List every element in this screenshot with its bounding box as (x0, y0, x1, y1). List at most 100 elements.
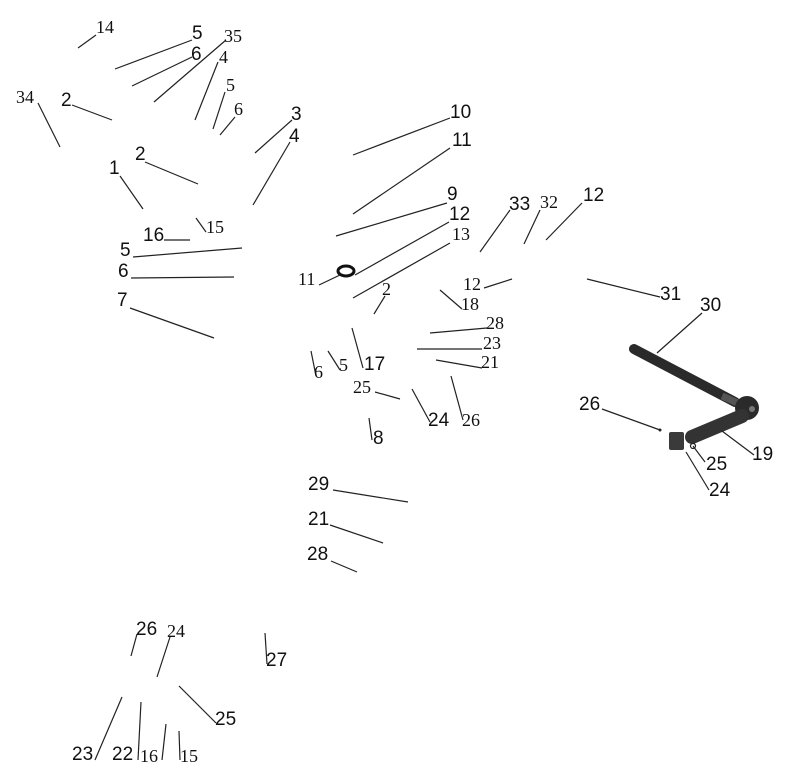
callout-number: 12 (583, 185, 604, 206)
leader-line (332, 489, 409, 503)
leader-line (212, 91, 226, 130)
callout-17: 17 (351, 327, 385, 375)
callout-11: 11 (352, 130, 472, 215)
callout-number: 12 (449, 204, 470, 225)
callout-number: 26 (579, 394, 600, 415)
callout-14: 14 (77, 17, 114, 49)
callout-number: 14 (96, 17, 114, 37)
callout-number: 11 (298, 269, 315, 289)
callout-number: 16 (143, 225, 164, 246)
callout-25: 25 (353, 377, 401, 400)
callout-number: 26 (462, 410, 480, 430)
callout-number: 31 (660, 284, 681, 305)
callout-29: 29 (308, 474, 409, 503)
leader-line (545, 202, 583, 241)
leader-line (450, 375, 464, 421)
callout-number: 2 (382, 279, 391, 299)
callout-number: 21 (308, 509, 329, 530)
callout-number: 15 (180, 746, 198, 766)
leader-line (351, 327, 364, 369)
callout-26: 26 (579, 394, 661, 431)
part-30-rod (629, 344, 740, 407)
callout-number: 6 (191, 44, 202, 65)
leader-line (721, 430, 755, 456)
callout-number: 25 (215, 709, 236, 730)
part-11-washer (336, 264, 356, 278)
callout-9: 9 (335, 184, 458, 237)
callout-number: 11 (452, 130, 472, 151)
callout-35: 35 (153, 26, 242, 103)
callout-number: 6 (118, 261, 129, 282)
callout-25: 25 (178, 685, 236, 730)
leader-line (130, 276, 235, 279)
leader-line (252, 141, 291, 206)
callout-28: 28 (307, 544, 358, 573)
leader-line (374, 391, 401, 400)
callout-2: 2 (61, 90, 113, 121)
callout-26: 26 (450, 375, 480, 430)
callout-12: 12 (354, 204, 470, 276)
callout-6: 6 (118, 261, 235, 282)
leader-line (483, 278, 513, 289)
callout-27: 27 (264, 632, 287, 671)
leader-line (132, 247, 243, 258)
callout-number: 27 (266, 650, 287, 671)
leader-line (479, 209, 511, 253)
callout-number: 25 (353, 377, 371, 397)
callout-16: 16 (140, 723, 167, 766)
callout-2: 2 (135, 144, 199, 185)
callout-number: 26 (136, 619, 157, 640)
callout-number: 8 (373, 428, 384, 449)
callout-16: 16 (143, 225, 190, 246)
callout-number: 15 (206, 217, 224, 237)
callout-18: 18 (439, 289, 479, 314)
callout-11: 11 (298, 269, 341, 289)
callout-31: 31 (586, 278, 681, 305)
callout-1: 1 (109, 158, 144, 210)
leader-line (352, 147, 451, 215)
leader-line (254, 119, 293, 154)
callout-number: 5 (339, 355, 348, 375)
leader-line (131, 56, 193, 87)
leader-line (195, 217, 207, 233)
callout-25: 25 (692, 445, 727, 475)
callout-number: 17 (364, 354, 385, 375)
callout-12: 12 (545, 185, 604, 241)
leader-line (318, 274, 341, 286)
callout-3: 3 (254, 104, 302, 154)
leader-line (685, 451, 710, 491)
leader-line (178, 730, 181, 761)
callout-number: 9 (447, 184, 458, 205)
callout-number: 24 (428, 410, 450, 431)
leader-line (156, 636, 171, 678)
callout-32: 32 (523, 192, 558, 245)
part-19-sleeve (685, 409, 749, 444)
callout-6: 6 (310, 350, 323, 382)
callout-number: 5 (226, 75, 235, 95)
callout-number: 4 (219, 47, 228, 67)
leader-line (330, 560, 358, 573)
callout-7: 7 (117, 290, 215, 339)
callout-21: 21 (308, 509, 384, 544)
leader-line (368, 417, 373, 441)
leader-line (219, 116, 236, 136)
callout-number: 3 (291, 104, 302, 125)
callout-5: 5 (327, 350, 348, 375)
leader-line (77, 34, 97, 49)
leader-line (71, 104, 113, 121)
callout-number: 6 (234, 99, 243, 119)
leader-line (161, 723, 167, 761)
leader-line (94, 696, 123, 761)
leader-line (153, 39, 227, 103)
leader-line (335, 202, 448, 237)
callout-33: 33 (479, 194, 530, 253)
callout-number: 23 (72, 744, 93, 765)
callout-number: 30 (700, 295, 721, 316)
leader-line (144, 161, 199, 185)
callout-number: 7 (117, 290, 128, 311)
leader-line (264, 632, 268, 665)
callout-number: 32 (540, 192, 558, 212)
callout-4: 4 (194, 47, 228, 121)
